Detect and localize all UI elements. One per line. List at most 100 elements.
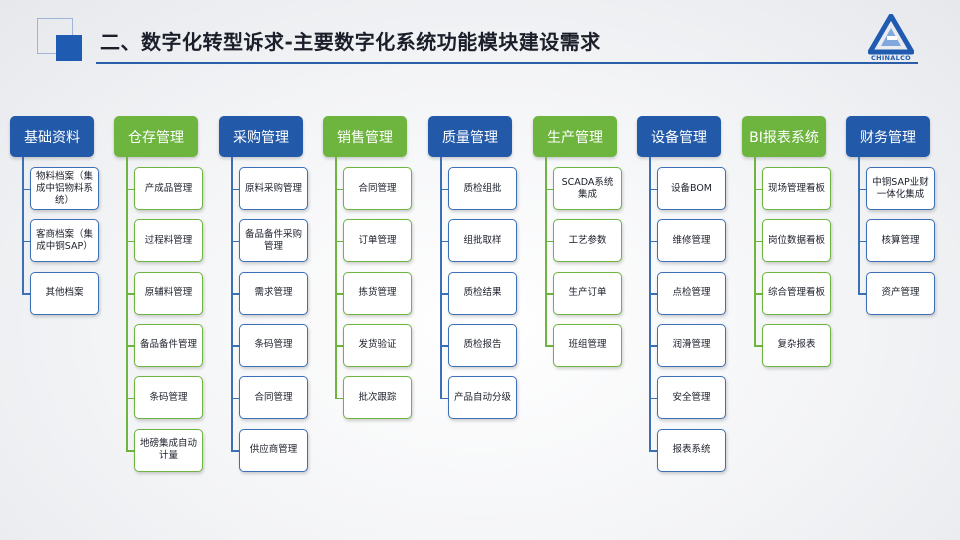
module-item-label: 地磅集成自动计量: [139, 438, 197, 461]
connector-branch: [649, 345, 658, 347]
module-item[interactable]: 条码管理: [239, 323, 308, 367]
module-item[interactable]: 原料采购管理: [239, 167, 308, 210]
module-item-label: 备品备件管理: [139, 339, 197, 351]
module-item[interactable]: 拣货管理: [343, 271, 412, 315]
connector-line: [22, 157, 24, 294]
module-item-label: 工艺参数: [568, 234, 607, 246]
connector-branch: [754, 240, 763, 243]
module-item[interactable]: 安全管理: [657, 376, 726, 420]
module-item[interactable]: 复杂报表: [762, 323, 831, 367]
module-item[interactable]: 其他档案: [30, 271, 99, 315]
module-item[interactable]: 客商档案（集成中铜SAP）: [30, 219, 99, 263]
module-item-label: SCADA系统集成: [561, 176, 614, 200]
logo-text: CHINALCO: [871, 54, 911, 62]
module-item-label: 设备BOM: [670, 182, 713, 194]
module-item[interactable]: 质检报告: [448, 323, 517, 367]
module-item[interactable]: 综合管理看板: [762, 271, 831, 315]
module-item[interactable]: 产成品管理: [134, 167, 203, 210]
connector-branch: [649, 293, 658, 295]
module-header[interactable]: 基础资料: [10, 116, 94, 157]
connector-branch: [126, 397, 135, 400]
module-item-label: 条码管理: [149, 391, 188, 403]
connector-line: [858, 157, 860, 294]
connector-branch: [545, 240, 554, 243]
module-item[interactable]: 岗位数据看板: [762, 219, 831, 263]
module-item[interactable]: 质检结果: [448, 271, 517, 315]
module-item[interactable]: 合同管理: [239, 376, 308, 420]
connector-branch: [858, 293, 867, 295]
connector-branch: [440, 240, 449, 243]
module-item[interactable]: 班组管理: [553, 323, 622, 367]
module-item[interactable]: 合同管理: [343, 167, 412, 210]
module-item[interactable]: 需求管理: [239, 271, 308, 315]
module-item[interactable]: 地磅集成自动计量: [134, 428, 203, 472]
connector-branch: [858, 188, 867, 190]
module-item[interactable]: 维修管理: [657, 219, 726, 263]
module-item[interactable]: 中铜SAP业财一体化集成: [866, 167, 935, 210]
connector-branch: [335, 345, 344, 347]
connector-line: [440, 157, 442, 398]
module-item[interactable]: SCADA系统集成: [553, 167, 622, 210]
connector-branch: [22, 188, 31, 190]
module-item[interactable]: 点检管理: [657, 271, 726, 315]
connector-branch: [545, 188, 554, 190]
module-item[interactable]: 现场管理看板: [762, 167, 831, 210]
connector-branch: [545, 293, 554, 295]
connector-branch: [231, 450, 240, 452]
connector-branch: [649, 397, 658, 400]
module-item[interactable]: 组批取样: [448, 219, 517, 263]
connector-branch: [335, 397, 344, 400]
module-item[interactable]: 资产管理: [866, 271, 935, 315]
module-item[interactable]: 质检组批: [448, 167, 517, 210]
module-item-label: 合同管理: [254, 391, 293, 403]
module-item[interactable]: 条码管理: [134, 376, 203, 420]
module-item[interactable]: 备品备件管理: [134, 323, 203, 367]
module-header[interactable]: 财务管理: [846, 116, 930, 157]
module-item-label: 生产订单: [568, 287, 607, 299]
connector-branch: [440, 345, 449, 347]
module-item-label: 订单管理: [358, 234, 397, 246]
module-item-label: 资产管理: [881, 287, 920, 299]
module-item[interactable]: 设备BOM: [657, 167, 726, 210]
module-item[interactable]: 订单管理: [343, 219, 412, 263]
module-header[interactable]: 仓存管理: [114, 116, 198, 157]
module-item-label: 安全管理: [672, 391, 711, 403]
module-item-label: 客商档案（集成中铜SAP）: [35, 228, 93, 252]
page-title: 二、数字化转型诉求-主要数字化系统功能模块建设需求: [100, 30, 601, 54]
module-item[interactable]: 报表系统: [657, 428, 726, 472]
module-item[interactable]: 原辅料管理: [134, 271, 203, 315]
module-item[interactable]: 备品备件采购管理: [239, 219, 308, 263]
module-header[interactable]: BI报表系统: [742, 116, 826, 157]
module-item[interactable]: 批次跟踪: [343, 376, 412, 420]
module-header[interactable]: 质量管理: [428, 116, 512, 157]
connector-branch: [858, 240, 867, 243]
module-item-label: 质检结果: [463, 287, 502, 299]
connector-line: [754, 157, 756, 346]
module-item[interactable]: 产品自动分级: [448, 376, 517, 420]
module-header[interactable]: 生产管理: [533, 116, 617, 157]
module-item-label: 供应商管理: [249, 444, 298, 455]
connector-branch: [754, 293, 763, 295]
module-item[interactable]: 生产订单: [553, 271, 622, 315]
connector-branch: [231, 293, 240, 295]
module-item-label: 复杂报表: [777, 339, 816, 351]
module-item-label: 组批取样: [463, 234, 502, 246]
module-header[interactable]: 设备管理: [637, 116, 721, 157]
connector-branch: [22, 293, 31, 295]
module-item[interactable]: 发货验证: [343, 323, 412, 367]
module-item-label: 合同管理: [358, 182, 397, 194]
header-divider: [96, 62, 918, 64]
module-item[interactable]: 物料档案（集成中铝物料系统）: [30, 167, 99, 210]
module-item[interactable]: 过程料管理: [134, 219, 203, 263]
module-header[interactable]: 采购管理: [219, 116, 303, 157]
module-item[interactable]: 润滑管理: [657, 323, 726, 367]
module-item[interactable]: 供应商管理: [239, 428, 308, 472]
module-header[interactable]: 销售管理: [323, 116, 407, 157]
module-item-label: 原料采购管理: [244, 182, 302, 194]
module-item[interactable]: 核算管理: [866, 219, 935, 263]
module-item[interactable]: 工艺参数: [553, 219, 622, 263]
connector-branch: [440, 397, 449, 400]
connector-branch: [335, 188, 344, 190]
connector-line: [126, 157, 128, 450]
connector-branch: [231, 345, 240, 347]
